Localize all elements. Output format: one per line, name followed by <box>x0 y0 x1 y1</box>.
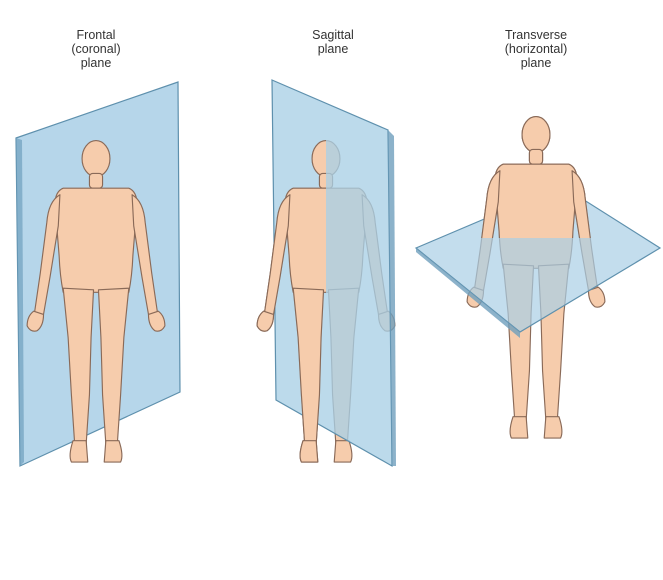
transverse-plane-diagram <box>414 116 662 439</box>
sagittal-plane-diagram <box>256 79 396 468</box>
sagittal-plane-label: Sagittal plane <box>312 28 354 56</box>
frontal-plane-diagram <box>15 81 181 467</box>
frontal-plane-label: Frontal (coronal) plane <box>71 28 121 70</box>
transverse-plane-label: Transverse (horizontal) plane <box>504 28 568 70</box>
